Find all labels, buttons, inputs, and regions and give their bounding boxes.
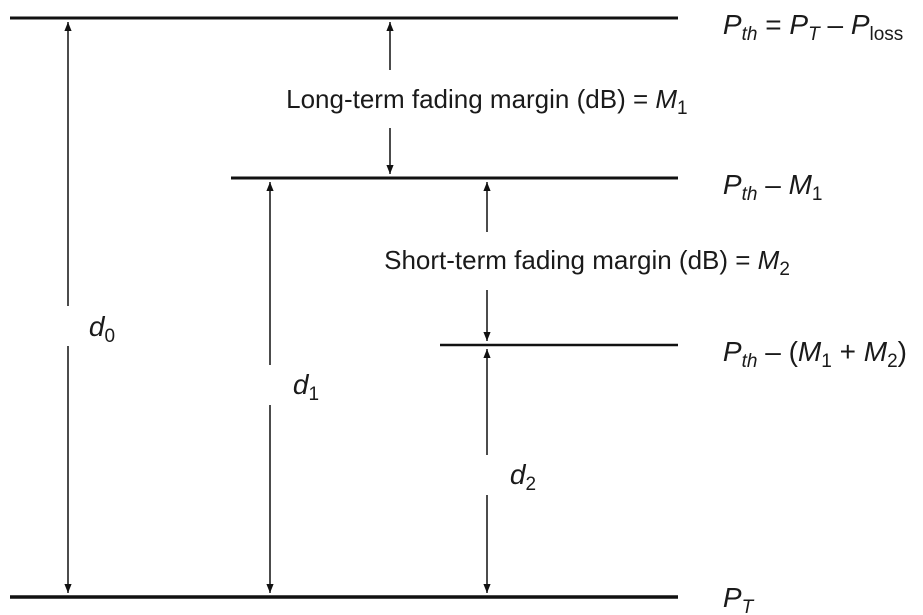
label-pth-minus-m1-plus-m2: Pth – (M1 + M2) xyxy=(684,336,923,372)
d1-label: d1 xyxy=(254,369,342,406)
d2-label: d2 xyxy=(471,459,559,496)
d0-label: d0 xyxy=(50,311,138,348)
long-term-margin-label: Long-term fading margin (dB) = M1 xyxy=(250,84,709,120)
short-term-margin-label: Short-term fading margin (dB) = M2 xyxy=(348,245,812,281)
label-pth-minus-m1: Pth – M1 xyxy=(684,169,846,206)
label-pt: PT xyxy=(684,582,777,615)
label-pth-equation: Pth = PT – Ploss xyxy=(684,9,923,46)
